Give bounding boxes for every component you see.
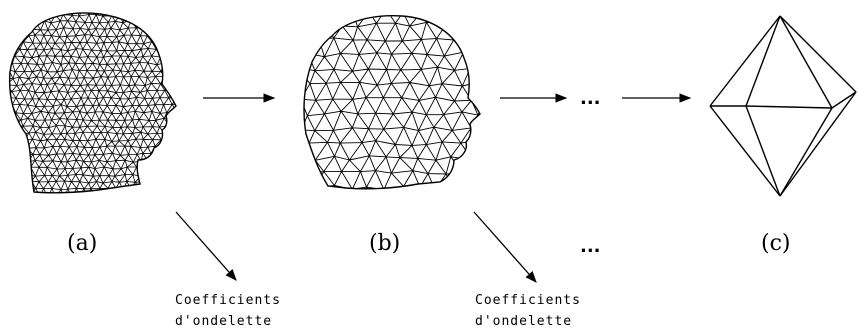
mesh-edges [298,8,498,205]
head-dense-mesh [3,7,193,204]
ellipsis-bottom: ... [580,236,601,257]
wavelet-label-2: d'ondelette [475,314,572,329]
arrow-b-coefficients [474,212,536,282]
ellipsis-top: ... [580,88,601,109]
arrow-a-coefficients [176,212,236,280]
octahedron-mesh [710,16,856,196]
label-c: (c) [761,231,791,256]
head-coarse-mesh [298,8,498,205]
wavelet-label-1: d'ondelette [175,314,272,329]
coefficients-label-1: Coefficients [175,293,281,308]
label-b: (b) [369,231,400,256]
label-a: (a) [67,231,97,256]
coefficients-label-2: Coefficients [475,293,581,308]
